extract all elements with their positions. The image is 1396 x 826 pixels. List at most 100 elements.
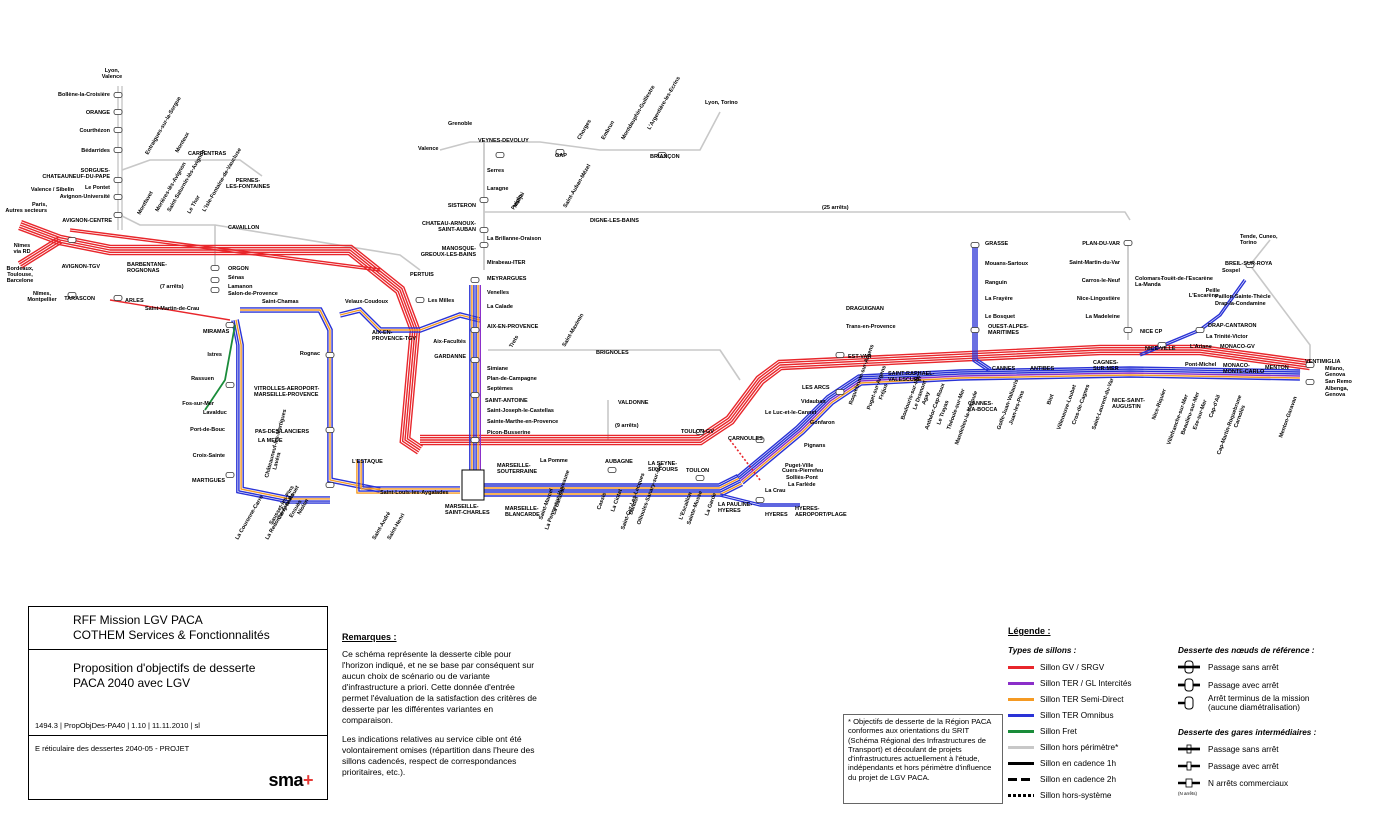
station-stop xyxy=(113,127,123,133)
ter-toulon-arcs-track-5 xyxy=(741,374,1300,483)
ter-marseille-toulon-track-4 xyxy=(480,479,741,491)
station-stop xyxy=(755,497,765,503)
station-label-la-farlède: La Farlède xyxy=(788,482,816,488)
ter-estaque-track-1 xyxy=(362,460,460,488)
station-stop xyxy=(755,437,765,443)
station-label-marseille-souterraine: MARSEILLE-SOUTERRAINE xyxy=(497,463,537,475)
station-label-l-estaque: L'ESTAQUE xyxy=(352,459,383,465)
station-label-ouest-alpes: OUEST-ALPES-MARITIMES xyxy=(988,324,1029,336)
station-label-le-luc: Le Luc-et-le-Cannet xyxy=(765,410,817,416)
ter-grasse-track-1 xyxy=(976,245,992,369)
station-stop xyxy=(1305,362,1315,368)
legend-type-3: Sillon TER Semi-Direct xyxy=(1008,694,1124,704)
ter-toulon-arcs-track-2 xyxy=(737,368,1301,479)
ter-aix-tgv-track-2 xyxy=(339,309,481,331)
station-label-breil: BREIL-SUR-ROYA xyxy=(1225,261,1272,267)
gv-arles-track-1 xyxy=(109,299,231,321)
station-label-pignans: Pignans xyxy=(804,443,825,449)
gv-avignon-tgv-marseille-track-1 xyxy=(70,228,381,270)
station-stop xyxy=(657,152,667,158)
station-label-bedarrides: Bédarrides xyxy=(81,148,110,154)
rail-service-map: Lyon,ValenceBollène-la-CroisièreORANGECo… xyxy=(5,68,1352,541)
ter-estaque-track-2 xyxy=(360,460,460,490)
station-label-martigues: MARTIGUES xyxy=(192,478,225,484)
station-stop xyxy=(470,327,480,333)
station-label-tende: Tende, Cuneo,Torino xyxy=(1240,234,1278,246)
ter-marseille-miramas-track-1 xyxy=(237,319,330,498)
node-terminus-icon xyxy=(1178,696,1200,710)
station-stop xyxy=(695,429,705,435)
legend-swatch-icon xyxy=(1008,681,1034,685)
station-label-gonfaron: Gonfaron xyxy=(810,420,835,426)
title-line-2: COTHEM Services & Fonctionnalités xyxy=(73,628,270,642)
legend-intermediate-1: Passage sans arrêt xyxy=(1178,742,1279,756)
legend-types-title: Types de sillons : xyxy=(1008,646,1077,655)
station-stop xyxy=(67,292,77,298)
station-label-la-pauline: LA PAULINE-HYERES xyxy=(718,502,752,514)
station-label-carpentras: CARPENTRAS xyxy=(188,151,227,157)
station-label-l-ariane: L'Ariane xyxy=(1190,344,1212,350)
station-stop xyxy=(470,437,480,443)
legend-type-label: Sillon hors périmètre* xyxy=(1040,742,1119,752)
srit-note: * Objectifs de desserte de la Région PAC… xyxy=(843,714,1003,804)
station-label-bollene: Bollène-la-Croisière xyxy=(58,92,110,98)
legend-type-label: Sillon GV / SRGV xyxy=(1040,662,1105,672)
station-stop xyxy=(1157,342,1167,348)
station-label-draguignan: DRAGUIGNAN xyxy=(846,306,884,312)
legend-intermediate-label: Passage sans arrêt xyxy=(1208,744,1279,754)
station-label-rognac: Rognac xyxy=(300,351,320,357)
station-label-istres: Istres xyxy=(207,352,222,358)
station-label-frejus: Fréjus xyxy=(878,383,889,401)
station-label-hyeres: HYERES xyxy=(765,512,788,518)
ter-rognac-track-3 xyxy=(240,311,380,493)
station-label-manosque: MANOSQUE-GREOUX-LES-BAINS xyxy=(421,246,477,258)
station-label-septemes: Septèmes xyxy=(487,386,513,392)
legend-type-9: Sillon hors-système xyxy=(1008,790,1111,800)
gv-nimes-track-2 xyxy=(19,238,60,265)
station-label-cassis: Cassis xyxy=(596,492,608,511)
station-label-nice-riquier: Nice-Riquier xyxy=(1151,387,1168,420)
legend-swatch-icon xyxy=(1008,729,1034,733)
legend-intermediate-label: N arrêts commerciaux xyxy=(1208,778,1289,788)
node-stop-icon xyxy=(1178,678,1200,692)
station-label-montdauphin: Montdauphin-Guillestre xyxy=(621,85,657,141)
station-label-st-raphael: SAINT-RAPHAEL-VALESCURE xyxy=(888,371,935,383)
remarks: Remarques : Ce schéma représente la dess… xyxy=(342,632,538,786)
station-label-trets: Trets xyxy=(509,335,521,349)
station-label-st-marthe: Sainte-Marthe-en-Provence xyxy=(487,419,558,425)
inter-stop-icon xyxy=(1178,759,1200,773)
station-label-rassuen: Rassuen xyxy=(191,376,215,382)
station-label-orange: ORANGE xyxy=(86,110,110,116)
station-stop xyxy=(113,92,123,98)
station-label-meyrargues: MEYRARGUES xyxy=(487,276,527,282)
station-label-lavera: Lavéra xyxy=(272,451,283,471)
station-label-est-var: EST-VAR xyxy=(848,354,871,360)
station-label-plan-campagne: Plan-de-Campagne xyxy=(487,376,537,382)
line-avignon-carpentras xyxy=(121,159,263,177)
ter-aix-tgv-track-3 xyxy=(340,311,480,333)
station-stop xyxy=(113,177,123,183)
station-label-garavan: Menton-Garavan xyxy=(1278,395,1299,438)
logo-plus-icon: + xyxy=(302,770,314,790)
station-stop xyxy=(970,242,980,248)
station-label-le-bosquet: Le Bosquet xyxy=(985,314,1015,320)
station-label-touet: Touët-de-l'Escarène xyxy=(1161,276,1213,282)
station-label-les-milles: Les Milles xyxy=(428,298,454,304)
legend-nodes-title: Desserte des nœuds de référence : xyxy=(1178,646,1315,655)
line-breil-ventimiglia xyxy=(1249,264,1311,360)
station-stop xyxy=(67,237,77,243)
station-stop xyxy=(835,352,845,358)
legend-type-6: Sillon hors périmètre* xyxy=(1008,742,1118,752)
station-label-briancon: BRIANÇON xyxy=(650,154,680,160)
ter-marseille-miramas-track-4 xyxy=(231,320,330,504)
remarks-paragraph-2: Les indications relatives au service cib… xyxy=(342,734,535,777)
station-label-vitrolles: VITROLLES-AEROPORT-MARSEILLE-PROVENCE xyxy=(254,386,320,398)
station-label-aix-tgv: AIX-EN-PROVENCE-TGV xyxy=(372,330,416,342)
ter-marseille-toulon-track-3 xyxy=(480,477,740,489)
station-label-la-calade: La Calade xyxy=(487,304,513,310)
gv-nimes-track-1 xyxy=(17,236,59,263)
station-label-cuers: Cuers-Pierrefeu xyxy=(782,468,823,474)
station-label-nice-lingostiere: Nice-Lingostière xyxy=(1077,296,1120,302)
station-label-st-antoine: SAINT-ANTOINE xyxy=(485,398,528,404)
